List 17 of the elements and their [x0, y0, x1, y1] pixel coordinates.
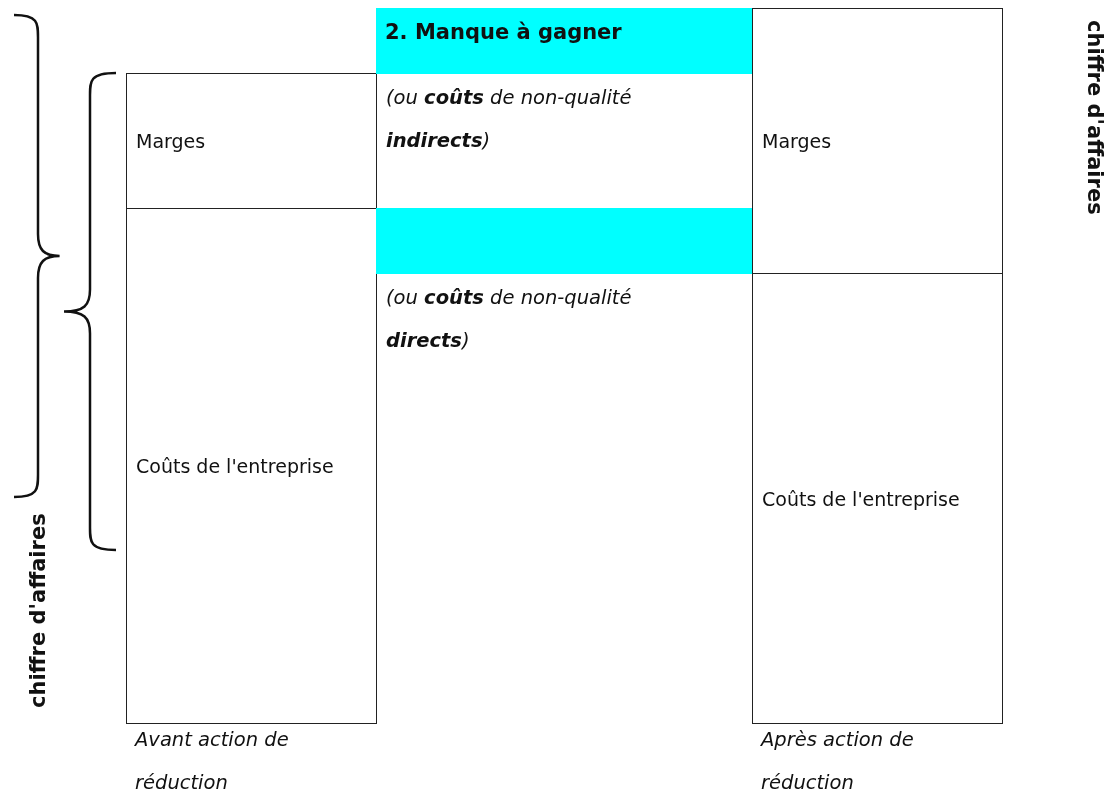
- segment-label: Coûts de l'entreprise: [136, 455, 334, 477]
- stack-segment: [126, 208, 377, 724]
- stack-segment: [752, 8, 1003, 274]
- highlight-band: [376, 8, 752, 74]
- stack-segment: [126, 73, 377, 209]
- axis-label: chiffre d'affaires: [1082, 20, 1108, 215]
- column-caption: Après action de réduction: [761, 727, 915, 796]
- segment-label: Coûts de l'entreprise: [762, 487, 960, 510]
- stack-segment: [752, 273, 1003, 724]
- segment-label: Marges: [762, 130, 832, 152]
- highlight-band: [376, 208, 752, 274]
- axis-label: chiffre d'affaires: [25, 513, 51, 708]
- annotation-text: (ou coûts de non-qualité indirects): [386, 85, 633, 154]
- column-caption: Avant action de réduction: [135, 727, 290, 796]
- annotation-text: (ou coûts de non-qualité directs): [386, 285, 633, 354]
- segment-label: Marges: [136, 130, 206, 152]
- segment-label: 2. Manque à gagner: [385, 20, 622, 44]
